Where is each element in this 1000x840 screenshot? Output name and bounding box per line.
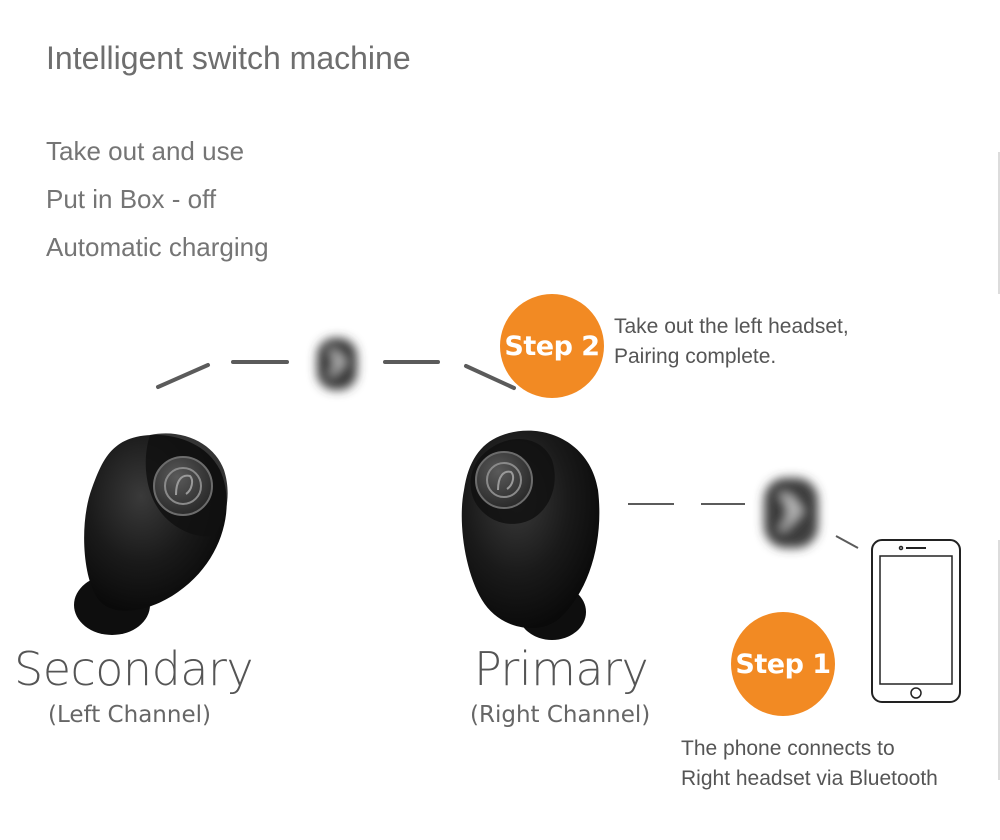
feature-put-in-box: Put in Box - off [46,184,217,214]
secondary-channel: (Left Channel) [48,702,211,728]
primary-label: Primary [474,642,649,696]
bluetooth-icon [764,478,818,548]
earbud-left [74,433,228,635]
phone-connection-line [628,503,859,549]
step-2-text-line-2: Pairing complete. [614,345,777,368]
right-edge-line-bottom [998,540,1000,780]
step-1-badge: Step 1 [731,612,835,716]
feature-take-out: Take out and use [46,136,245,166]
step-1-text-line-1: The phone connects to [681,737,895,760]
step-2-text: Take out the left headset, Pairing compl… [614,312,849,372]
pairing-connection-line [156,360,516,390]
step-1-text: The phone connects to Right headset via … [681,734,938,794]
earbud-right [461,430,600,640]
primary-channel: (Right Channel) [470,702,651,728]
feature-auto-charging: Automatic charging [46,232,269,262]
bluetooth-icon [317,338,357,390]
secondary-label: Secondary [14,642,254,696]
right-edge-line-top [998,152,1000,294]
step-1-text-line-2: Right headset via Bluetooth [681,767,938,790]
step-2-text-line-1: Take out the left headset, [614,315,849,338]
page-title: Intelligent switch machine [46,40,411,76]
smartphone-icon [871,539,961,703]
step-2-badge: Step 2 [500,294,604,398]
